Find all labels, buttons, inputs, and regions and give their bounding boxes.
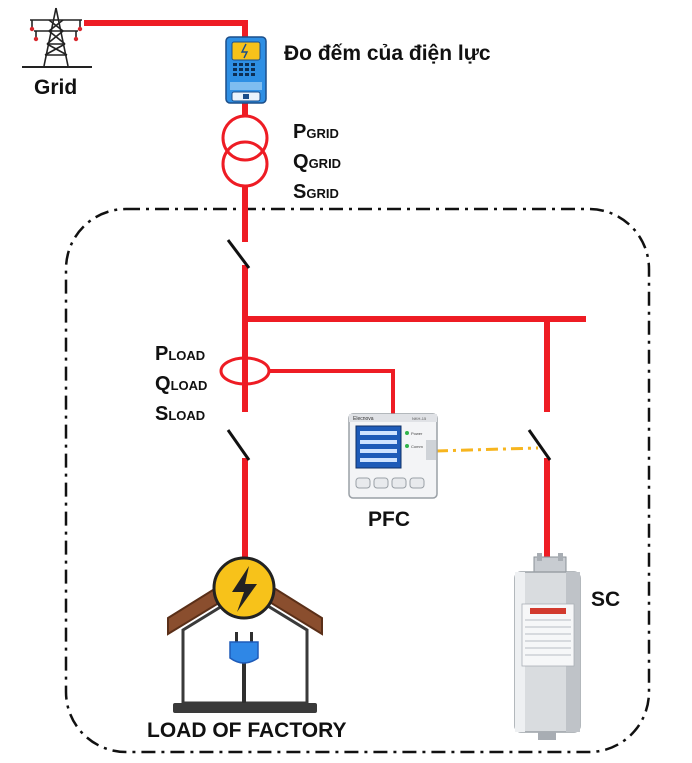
q-grid-label: QGRID xyxy=(293,148,341,178)
q-grid-letter: Q xyxy=(293,151,309,173)
p-grid-letter: P xyxy=(293,121,307,143)
grid-tower-icon xyxy=(22,7,92,68)
meter-label: Đo đếm của điện lực xyxy=(284,42,491,65)
pfc-led-comm: Comm xyxy=(411,444,423,449)
pfc-signal-wire xyxy=(269,369,395,414)
load-breaker xyxy=(226,429,251,461)
pfc-brand: Elecnova xyxy=(353,416,374,422)
p-grid-label: PGRID xyxy=(293,118,341,148)
p-load-sub: LOAD xyxy=(168,348,206,363)
factory-boundary xyxy=(64,207,651,754)
grid-measurements: PGRID QGRID SGRID xyxy=(293,118,341,208)
capacitor-icon xyxy=(514,553,581,740)
q-load-letter: Q xyxy=(155,373,171,395)
pfc-model: NKH-15 xyxy=(412,416,427,421)
p-load-label: PLOAD xyxy=(155,340,207,370)
q-load-label: QLOAD xyxy=(155,370,207,400)
s-grid-label: SGRID xyxy=(293,178,341,208)
grid-label: Grid xyxy=(34,76,78,99)
s-load-label: SLOAD xyxy=(155,400,207,430)
grid-line xyxy=(84,20,248,42)
s-load-letter: S xyxy=(155,403,169,425)
sc-label: SC xyxy=(591,588,621,611)
pfc-controller-icon: Elecnova NKH-15 Power Comm xyxy=(348,413,438,499)
load-label: LOAD OF FACTORY xyxy=(147,719,347,742)
grid-ct-lower xyxy=(221,140,269,188)
capacitor-breaker xyxy=(527,429,552,461)
pfc-led-power: Power xyxy=(411,431,423,436)
factory-house-icon xyxy=(167,556,323,713)
q-grid-sub: GRID xyxy=(308,156,342,171)
p-grid-sub: GRID xyxy=(306,126,339,141)
load-measurements: PLOAD QLOAD SLOAD xyxy=(155,340,207,430)
s-grid-letter: S xyxy=(293,181,307,203)
grid-ct-upper xyxy=(221,114,269,162)
q-load-sub: LOAD xyxy=(170,378,208,393)
main-breaker xyxy=(226,239,251,269)
s-load-sub: LOAD xyxy=(168,408,206,423)
pfc-label: PFC xyxy=(368,508,410,531)
p-load-letter: P xyxy=(155,343,169,365)
s-grid-sub: GRID xyxy=(306,186,339,201)
energy-meter-icon xyxy=(225,36,267,104)
pfc-control-link xyxy=(435,446,539,453)
